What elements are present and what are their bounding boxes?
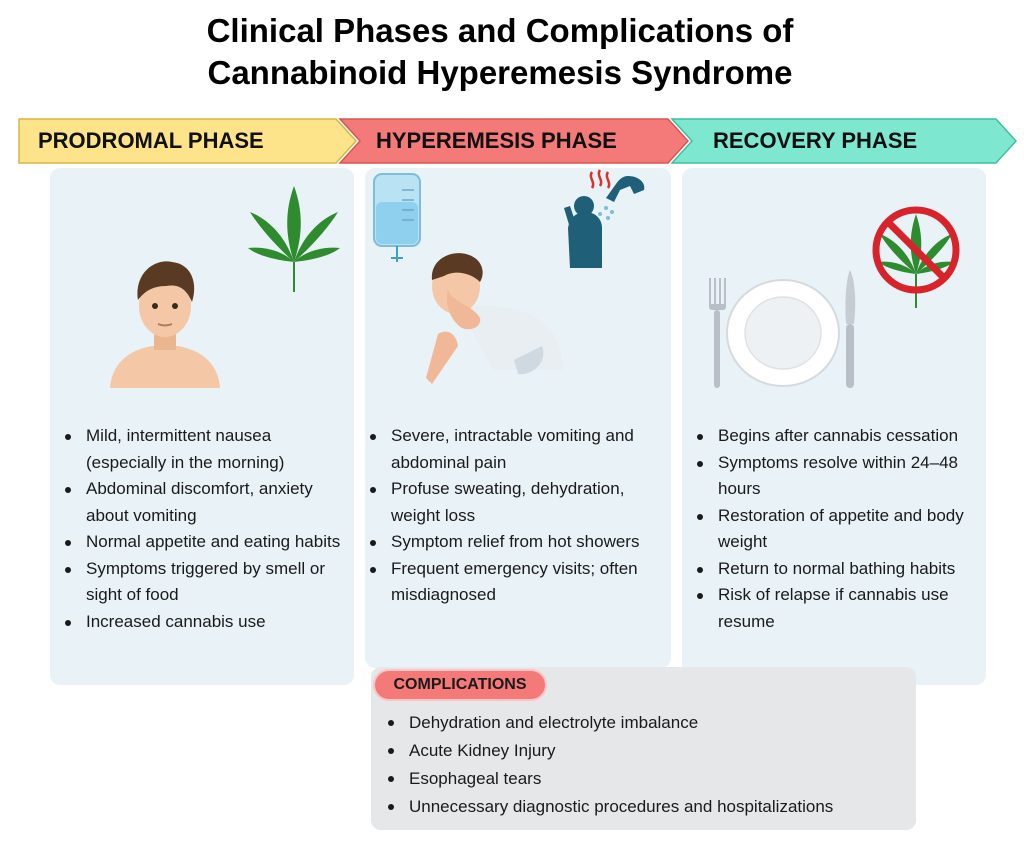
- list-item: Unnecessary diagnostic procedures and ho…: [385, 793, 910, 821]
- list-item: Symptoms triggered by smell or sight of …: [62, 556, 350, 609]
- complications-list: Dehydration and electrolyte imbalance Ac…: [385, 709, 910, 821]
- list-item: Mild, intermittent nausea (especially in…: [62, 423, 350, 476]
- fork-icon: [709, 278, 726, 388]
- vomiting-person-icon: [426, 253, 563, 384]
- cannabis-leaf-icon: [248, 186, 340, 292]
- hyperemesis-symptom-list: Severe, intractable vomiting and abdomin…: [367, 423, 667, 609]
- banner-arrow-shape: [18, 118, 358, 164]
- list-item: Risk of relapse if cannabis use resume: [694, 582, 982, 635]
- banner-arrow-shape: [670, 118, 1018, 164]
- list-item: Esophageal tears: [385, 765, 910, 793]
- list-item: Symptoms resolve within 24–48 hours: [694, 450, 982, 503]
- phase-label-recovery: RECOVERY PHASE: [713, 128, 918, 153]
- list-item: Normal appetite and eating habits: [62, 529, 350, 556]
- title-line-1: Clinical Phases and Complications of: [206, 12, 794, 49]
- list-item: Dehydration and electrolyte imbalance: [385, 709, 910, 737]
- panel-prodromal: [50, 168, 354, 685]
- list-item: Begins after cannabis cessation: [694, 423, 982, 450]
- list-item: Abdominal discomfort, anxiety about vomi…: [62, 476, 350, 529]
- hot-shower-icon: [564, 169, 645, 268]
- banner-recovery-phase: RECOVERY PHASE: [670, 118, 1018, 164]
- list-item: Acute Kidney Injury: [385, 737, 910, 765]
- panel-hyperemesis: [365, 168, 671, 668]
- list-item: Restoration of appetite and body weight: [694, 503, 982, 556]
- banner-arrow-shape: [338, 118, 690, 164]
- knife-icon: [845, 270, 856, 388]
- list-item: Symptom relief from hot showers: [367, 529, 667, 556]
- list-item: Return to normal bathing habits: [694, 556, 982, 583]
- title-line-2: Cannabinoid Hyperemesis Syndrome: [207, 54, 793, 91]
- diagram-title: Clinical Phases and Complications of Can…: [0, 10, 1000, 94]
- complications-label: COMPLICATIONS: [373, 669, 547, 701]
- no-cannabis-icon: [872, 206, 960, 308]
- iv-bag-icon: [373, 173, 421, 262]
- list-item: Frequent emergency visits; often misdiag…: [367, 556, 667, 609]
- recovery-symptom-list: Begins after cannabis cessation Symptoms…: [694, 423, 982, 635]
- list-item: Profuse sweating, dehydration, weight lo…: [367, 476, 667, 529]
- banner-hyperemesis-phase: HYPEREMESIS PHASE: [338, 118, 690, 164]
- banner-prodromal-phase: PRODROMAL PHASE: [18, 118, 358, 164]
- prodromal-symptom-list: Mild, intermittent nausea (especially in…: [62, 423, 350, 635]
- person-icon: [110, 261, 220, 388]
- list-item: Increased cannabis use: [62, 609, 350, 636]
- phase-label-prodromal: PRODROMAL PHASE: [38, 128, 264, 153]
- plate-icon: [726, 279, 840, 387]
- phase-label-hyperemesis: HYPEREMESIS PHASE: [376, 128, 617, 153]
- list-item: Severe, intractable vomiting and abdomin…: [367, 423, 667, 476]
